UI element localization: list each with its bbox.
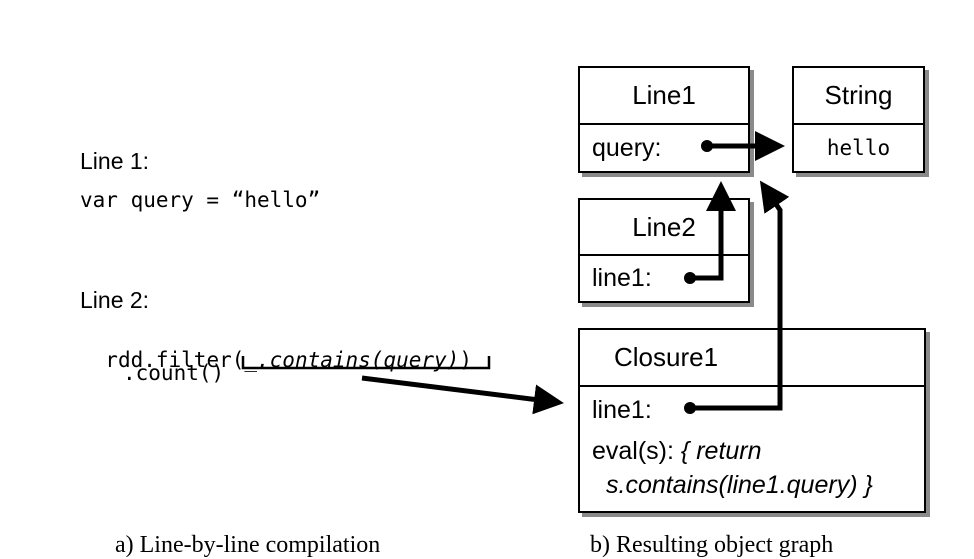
line2-code-suffix: ) xyxy=(459,348,472,372)
line2-heading: Line 2: xyxy=(80,287,150,313)
caption-left: a) Line-by-line compilation xyxy=(115,532,381,558)
line2-code-closure: _.contains(query) xyxy=(244,348,460,372)
closure1-eval-body1: { return xyxy=(680,437,762,465)
closure1-object: Closure1 line1: eval(s): { return s.cont… xyxy=(578,328,926,513)
line1-object-field: query: xyxy=(580,123,748,171)
closure1-object-title: Closure1 xyxy=(614,342,719,372)
string-object: String hello xyxy=(792,66,925,173)
line1-object: Line1 query: xyxy=(578,66,750,173)
closure1-eval-line2: s.contains(line1.query) } xyxy=(606,471,873,499)
line1-object-title: Line1 xyxy=(632,80,696,110)
line2-object-title: Line2 xyxy=(632,212,696,242)
closure1-object-field: line1: xyxy=(580,385,924,431)
line1-code: var query = “hello” xyxy=(80,188,321,212)
line2-code-count: .count() xyxy=(123,361,225,385)
code-to-closure-arrow xyxy=(361,375,564,415)
closure1-eval-line1: eval(s): { return xyxy=(580,433,924,469)
line2-code-prefix: rdd.filter( xyxy=(105,348,245,372)
closure1-eval-prefix: eval(s): xyxy=(592,437,674,465)
string-object-title: String xyxy=(824,80,893,110)
line2-object: Line2 line1: xyxy=(578,198,750,303)
caption-right: b) Resulting object graph xyxy=(590,532,834,558)
string-object-value: hello xyxy=(794,123,923,171)
line2-object-field: line1: xyxy=(580,254,748,301)
line1-heading: Line 1: xyxy=(80,148,150,174)
